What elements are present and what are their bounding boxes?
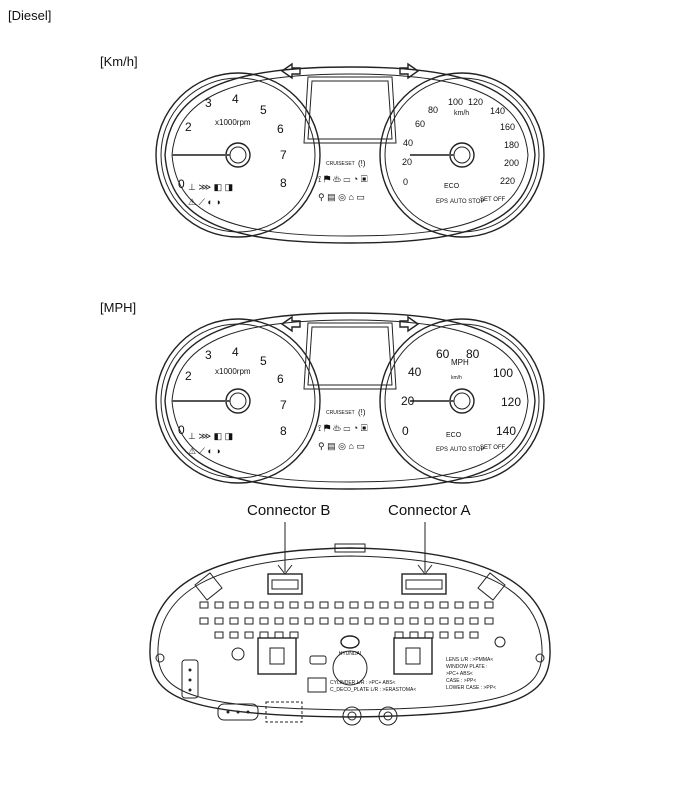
svg-text:0: 0 — [403, 177, 408, 187]
connector-a-label: Connector A — [388, 502, 471, 519]
center-indicators-mph: CRUISE SET (!) ⟟ ⚑ ♨ ▭ ◔ ▣ ⚲ ▤ ◎ ⌂ ▭ — [318, 408, 368, 451]
mph-heading: [MPH] — [100, 300, 137, 315]
svg-text:⚠ ⟋ ◐ ◑: ⚠ ⟋ ◐ ◑ — [188, 197, 221, 207]
svg-text:5: 5 — [260, 103, 267, 117]
svg-text:CRUISE: CRUISE — [326, 410, 346, 416]
rear-view-diagram: HYUNDAI CYLINDER L/R : >PC+ ABS< C_DECO_… — [149, 522, 551, 726]
svg-text:(!): (!) — [358, 408, 366, 417]
turn-left-icon-mph — [280, 315, 301, 333]
svg-text:SET OFF: SET OFF — [480, 445, 506, 451]
svg-text:60: 60 — [415, 119, 425, 129]
svg-text:⟟ ⚑ ♨ ▭ ◔ ▣: ⟟ ⚑ ♨ ▭ ◔ ▣ — [318, 174, 368, 184]
svg-text:140: 140 — [490, 106, 505, 116]
speed-unit-inner: km/h — [451, 375, 462, 381]
rear-text-right-5: LOWER CASE : >PP< — [446, 685, 496, 691]
svg-text:8: 8 — [280, 176, 287, 190]
svg-text:4: 4 — [232, 92, 239, 106]
svg-text:4: 4 — [232, 345, 239, 359]
svg-text:2: 2 — [185, 120, 192, 134]
svg-text:EPS: EPS — [436, 199, 448, 205]
svg-text:7: 7 — [280, 398, 287, 412]
tachometer: 0 2 3 4 5 6 7 8 x1000rpm ⊥ ⋙ ◧ ◨ ⚠ ⟋ ◐ ◑ — [155, 72, 321, 238]
svg-text:160: 160 — [500, 122, 515, 132]
rear-text-bottom-1: CYLINDER L/R : >PC+ ABS< — [330, 680, 396, 686]
brand-emblem — [340, 635, 360, 649]
svg-text:100: 100 — [493, 366, 513, 380]
svg-text:ECO: ECO — [444, 183, 460, 190]
svg-text:EPS: EPS — [436, 447, 448, 453]
svg-text:SET OFF: SET OFF — [480, 197, 506, 203]
svg-text:⚲ ▤ ◎ ⌂ ▭: ⚲ ▤ ◎ ⌂ ▭ — [318, 441, 365, 451]
svg-text:7: 7 — [280, 148, 287, 162]
svg-text:⊥ ⋙ ◧ ◨: ⊥ ⋙ ◧ ◨ — [188, 182, 233, 192]
center-indicators: CRUISE SET (!) ⟟ ⚑ ♨ ▭ ◔ ▣ ⚲ ▤ ◎ ⌂ ▭ — [318, 159, 368, 202]
rear-text-right-4: CASE : >PP< — [446, 678, 476, 684]
svg-text:100: 100 — [448, 97, 463, 107]
brand-text: HYUNDAI — [339, 651, 362, 657]
svg-text:0: 0 — [402, 424, 409, 438]
svg-text:20: 20 — [401, 394, 415, 408]
rear-text-right-2: WINDOW PLATE : — [446, 664, 488, 670]
connector-b — [267, 573, 303, 595]
rear-text-right-1: LENS L/R : >PMMA< — [446, 657, 493, 663]
svg-text:6: 6 — [277, 372, 284, 386]
turn-right-icon — [399, 62, 420, 80]
svg-text:⊥ ⋙ ◧ ◨: ⊥ ⋙ ◧ ◨ — [188, 431, 233, 441]
svg-text:⚠ ⟋ ◐ ◑: ⚠ ⟋ ◐ ◑ — [188, 446, 221, 456]
svg-text:3: 3 — [205, 348, 212, 362]
turn-right-icon-mph — [399, 315, 420, 333]
tacho-unit: x1000rpm — [215, 118, 251, 127]
svg-text:AUTO STOP: AUTO STOP — [450, 199, 484, 205]
rear-text-right-3: >PC+ ABS< — [446, 671, 473, 677]
turn-left-icon — [280, 62, 301, 80]
svg-text:40: 40 — [408, 365, 422, 379]
svg-text:⟟ ⚑ ♨ ▭ ◔ ▣: ⟟ ⚑ ♨ ▭ ◔ ▣ — [318, 423, 368, 433]
speedometer-mph: 0 20 40 60 80 100 120 140 MPH km/h ECO E… — [379, 318, 545, 484]
svg-text:220: 220 — [500, 176, 515, 186]
svg-text:60: 60 — [436, 347, 450, 361]
rear-text-bottom-2: C_DECO_PLATE L/R : >ERASTOMA< — [330, 687, 416, 693]
svg-text:6: 6 — [277, 122, 284, 136]
svg-text:120: 120 — [468, 97, 483, 107]
svg-text:180: 180 — [504, 140, 519, 150]
cluster-kmh-diagram: 0 2 3 4 5 6 7 8 x1000rpm ⊥ ⋙ ◧ ◨ ⚠ ⟋ ◐ ◑… — [155, 62, 545, 244]
svg-text:0: 0 — [178, 177, 185, 191]
svg-text:SET: SET — [345, 410, 355, 416]
svg-text:CRUISE: CRUISE — [326, 161, 346, 167]
svg-text:(!): (!) — [358, 159, 366, 168]
svg-text:⚲ ▤ ◎ ⌂ ▭: ⚲ ▤ ◎ ⌂ ▭ — [318, 192, 365, 202]
svg-text:3: 3 — [205, 96, 212, 110]
svg-text:AUTO STOP: AUTO STOP — [450, 447, 484, 453]
svg-text:2: 2 — [185, 369, 192, 383]
tacho-unit-mph: x1000rpm — [215, 367, 251, 376]
svg-text:40: 40 — [403, 138, 413, 148]
speed-unit: km/h — [454, 110, 469, 117]
svg-text:80: 80 — [466, 347, 480, 361]
speedometer: 0 20 40 60 80 100 120 140 160 180 200 22… — [379, 72, 545, 238]
speed-unit-main: MPH — [451, 358, 469, 367]
svg-text:0: 0 — [178, 423, 185, 437]
svg-text:SET: SET — [345, 161, 355, 167]
tachometer-mph: 0 2 3 4 5 6 7 8 x1000rpm ⊥ ⋙ ◧ ◨ ⚠ ⟋ ◐ ◑ — [155, 318, 321, 484]
section-title: [Diesel] — [8, 8, 52, 23]
svg-text:5: 5 — [260, 354, 267, 368]
kmh-heading: [Km/h] — [100, 54, 138, 69]
connector-b-label: Connector B — [247, 502, 331, 519]
svg-text:80: 80 — [428, 105, 438, 115]
svg-text:140: 140 — [496, 424, 516, 438]
svg-text:120: 120 — [501, 395, 521, 409]
connector-a — [401, 573, 447, 595]
cluster-mph-diagram: 0 2 3 4 5 6 7 8 x1000rpm ⊥ ⋙ ◧ ◨ ⚠ ⟋ ◐ ◑… — [155, 312, 545, 490]
svg-text:20: 20 — [402, 157, 412, 167]
svg-text:200: 200 — [504, 158, 519, 168]
svg-text:ECO: ECO — [446, 432, 462, 439]
svg-text:8: 8 — [280, 424, 287, 438]
